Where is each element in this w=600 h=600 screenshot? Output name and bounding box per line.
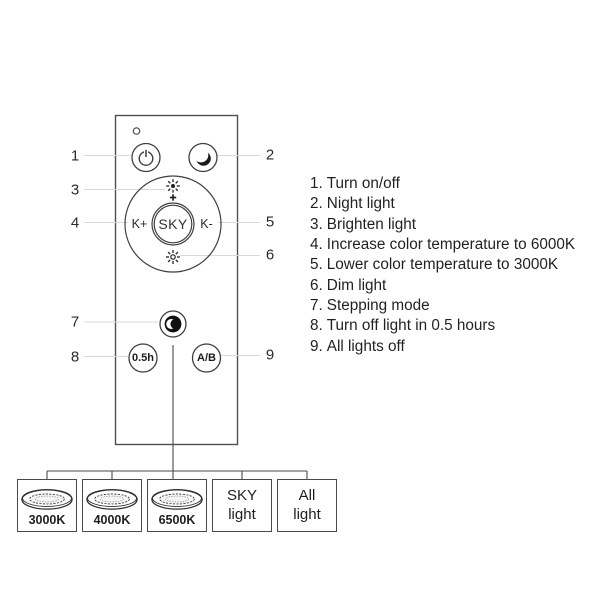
callout-8: 8 [70,348,80,366]
night-light-button [188,142,218,173]
legend-item-9: 9.All lights off [310,337,405,355]
callout-2: 2 [265,146,275,164]
ab-button-label: A/B [197,352,216,364]
control-ring [124,175,222,273]
sky-button-label: SKY [158,216,188,232]
brighten-icon [166,179,180,201]
mode-box-all-light: All light [277,479,337,532]
mode-label-3000k: 3000K [28,513,66,527]
plus-icon [169,194,177,201]
mode-box-sky-light: SKY light [212,479,272,532]
mode-label-sky-line1: SKY [226,487,257,504]
legend-item-2: 2.Night light [310,195,395,213]
callout-5: 5 [265,213,275,231]
k-plus-label: K+ [131,216,148,231]
timer-button-label: 0.5h [131,352,155,364]
callout-4: 4 [70,214,80,232]
stepping-mode-button [159,310,187,338]
ceiling-lamp-icon [21,489,73,510]
mode-label-6500k: 6500K [158,513,196,527]
ab-button [191,343,222,373]
callout-leader-lines [84,155,260,357]
mode-label-all-line1: All [298,487,316,504]
mode-label-sky-line2: light [228,505,256,523]
sky-button [151,202,195,246]
power-button [131,142,161,173]
power-icon [138,149,154,166]
legend-item-7: 7.Stepping mode [310,297,430,315]
mode-tree-lines [46,345,308,479]
mode-label-4000k: 4000K [93,513,131,527]
legend-item-1: 1.Turn on/off [310,175,400,192]
mode-label-all-line2: light [293,505,321,523]
dim-icon [166,250,180,264]
callout-3: 3 [70,181,80,199]
callout-9: 9 [265,346,275,364]
mode-box-3000k: 3000K [17,479,77,532]
mode-box-4000k: 4000K [82,479,142,532]
legend-item-3: 3.Brighten light [310,215,417,233]
mode-box-6500k: 6500K [147,479,207,532]
stepping-contrast-icon [164,315,182,333]
indicator-led [132,127,141,135]
legend-item-4: 4.Increase color temperature to 6000K [310,236,576,254]
ceiling-lamp-icon [151,489,203,510]
callout-6: 6 [265,246,275,264]
legend-item-5: 5.Lower color temperature to 3000K [310,256,559,274]
legend-item-8: 8.Turn off light in 0.5 hours [310,317,496,335]
moon-icon [193,147,211,166]
callout-1: 1 [70,147,80,165]
timer-button [128,343,158,373]
legend-item-6: 6.Dim light [310,276,387,294]
legend-list: 1.Turn on/off 2.Night light 3.Brighten l… [310,174,575,357]
callout-7: 7 [70,313,80,331]
ceiling-lamp-icon [86,489,138,510]
remote-body [114,114,239,446]
k-minus-label: K- [200,216,213,231]
